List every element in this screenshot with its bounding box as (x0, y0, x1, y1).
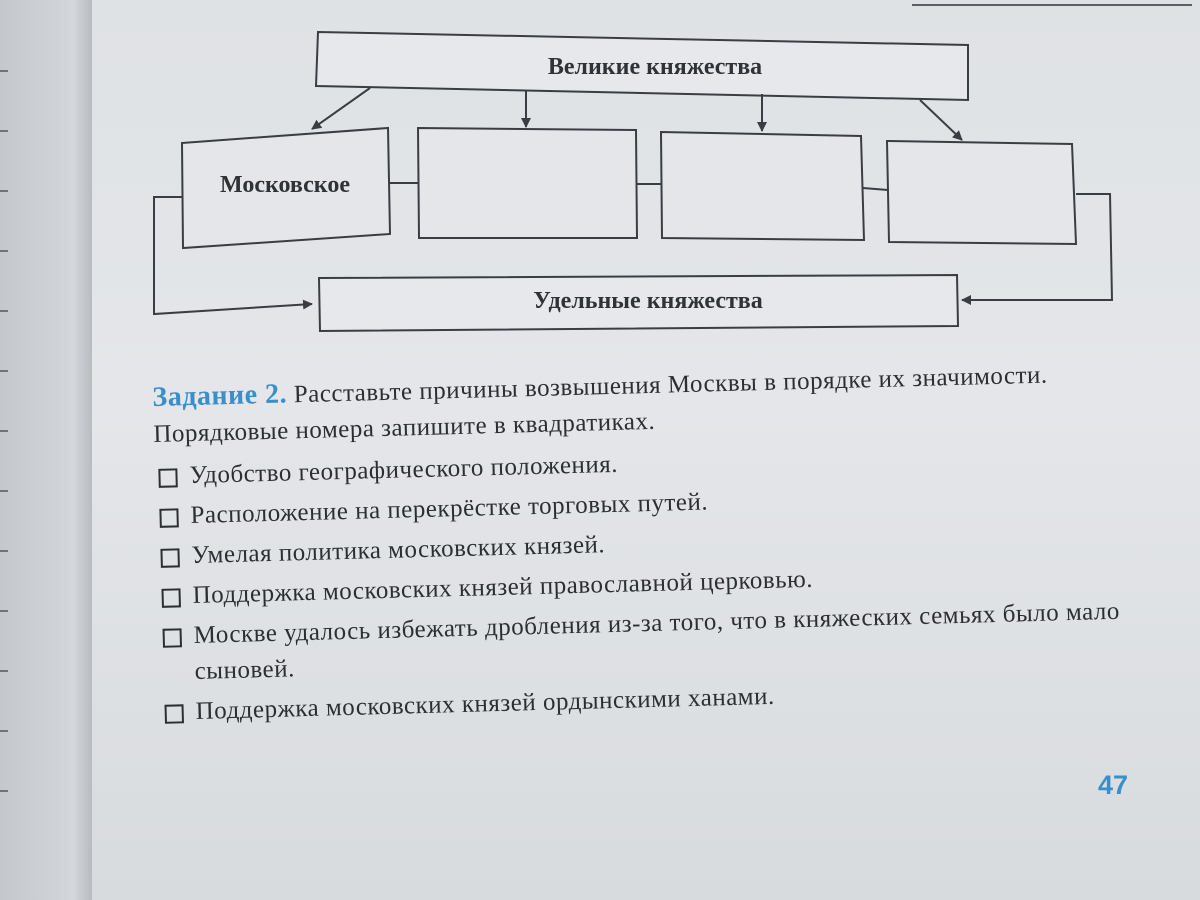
page-edge-mark (0, 70, 8, 72)
arrow-to-moskovskoe (311, 87, 371, 130)
order-number-box[interactable] (164, 704, 184, 724)
arrow-right-loop (961, 193, 1114, 305)
order-number-box[interactable] (158, 468, 178, 488)
page-edge-mark (0, 370, 8, 372)
arrow-left-loop (153, 196, 313, 316)
page-edge-mark (0, 130, 8, 132)
child-box-4 (885, 139, 1078, 246)
reasons-list: Удобство географического положения. Расп… (154, 433, 1151, 731)
page-edge-mark (0, 430, 8, 432)
reason-text: Умелая политика московских князей. (191, 531, 606, 570)
child-box-2 (416, 126, 639, 239)
child-label-moskovskoe: Московское (220, 172, 350, 198)
top-rule (912, 0, 1192, 6)
page-edge-mark (0, 310, 8, 312)
child-box-3 (659, 130, 866, 242)
task-number: Задание 2. (152, 378, 288, 413)
order-number-box[interactable] (159, 508, 179, 528)
page-edge-mark (0, 490, 8, 492)
child-box-moskovskoe (180, 126, 392, 250)
task-2: Задание 2. Расставьте причины возвышения… (152, 354, 1151, 735)
principalities-diagram: Великие княжества Московское Удельные кн… (153, 30, 1114, 333)
page-edge-mark (0, 610, 8, 612)
order-number-box[interactable] (160, 548, 180, 568)
connector-line (862, 187, 889, 191)
page-edge-mark (0, 730, 8, 732)
page-edge-mark (0, 790, 8, 792)
top-box (314, 30, 969, 102)
order-number-box[interactable] (161, 588, 181, 608)
reason-text: Удобство географического положения. (189, 450, 619, 490)
order-number-box[interactable] (162, 628, 183, 648)
bottom-box-label: Удельные княжества (533, 288, 763, 314)
page-edge-mark (0, 250, 8, 252)
top-box-label: Великие княжества (548, 54, 762, 80)
arrow-to-box-4 (919, 99, 963, 141)
page-number: 47 (1098, 770, 1129, 800)
page-edge-mark (0, 550, 8, 552)
page-edge-mark (0, 670, 8, 672)
left-page-edge (0, 0, 92, 900)
bottom-box (317, 273, 960, 333)
page-edge-mark (0, 190, 8, 192)
